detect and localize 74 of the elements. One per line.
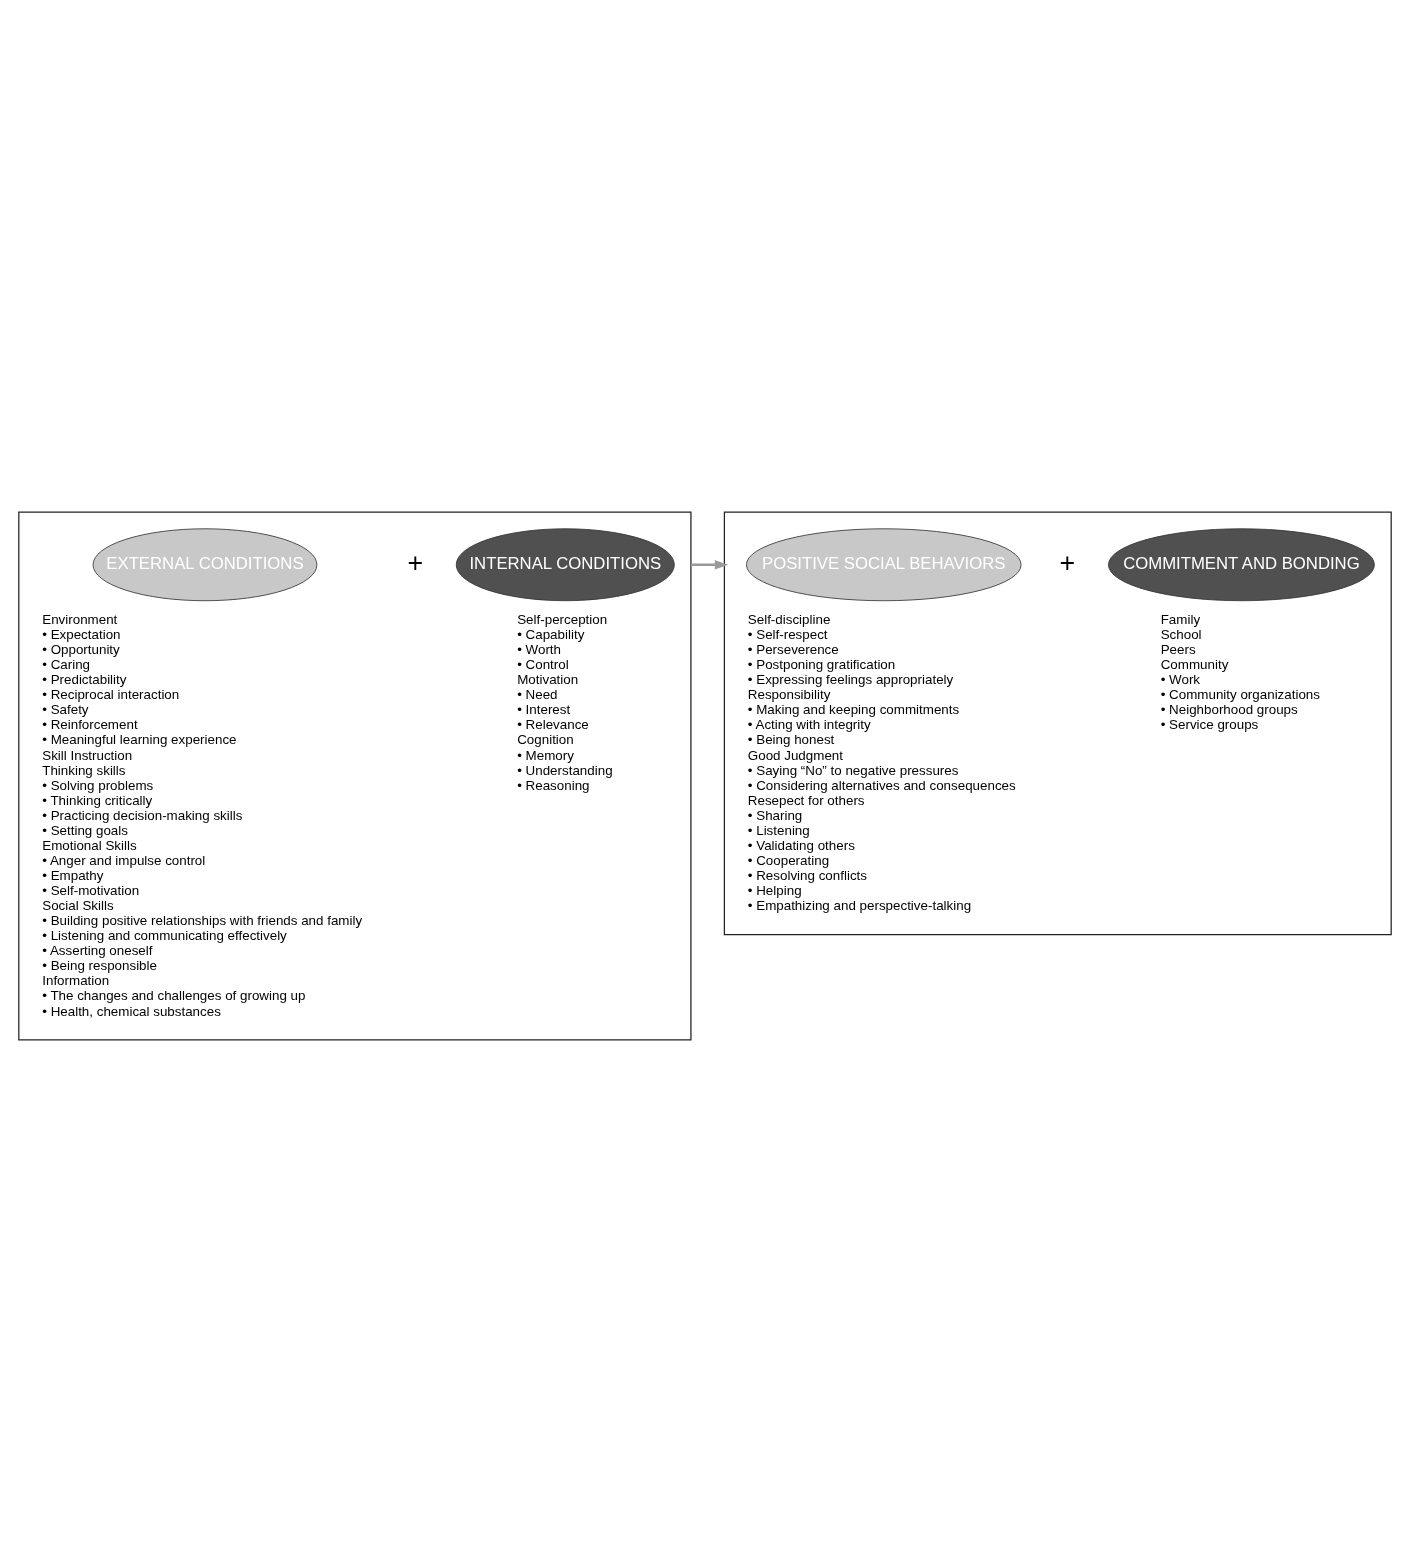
node-label: Community [1160,656,1229,672]
node-label: • Building positive relationships with friends and family [42,912,363,928]
node-label: Thinking skills [42,762,126,778]
node-label: Emotional Skills [42,837,137,853]
node-label: Good Judgment [747,747,844,763]
node-label: • Validating others [747,837,855,853]
node-label: Social Skills [42,897,114,913]
arrow [690,559,729,569]
node-label: • Asserting oneself [42,942,153,958]
node-label: • Control [517,656,569,672]
node-label: • Neighborhood groups [1160,701,1298,717]
node-label: Skill Instruction [42,747,133,763]
node-label: • Expressing feelings appropriately [747,671,954,687]
node-label: • Empathy [42,867,104,883]
node-label: Resepect for others [747,792,865,808]
node-label: • Meaningful learning experience [42,731,237,747]
node-label: • Capability [517,626,585,642]
node-label: • Considering alternatives and consequences [747,777,1016,793]
node-label: • Memory [517,747,574,763]
node-label: • Self-respect [747,626,828,642]
node-label: • Service groups [1160,716,1259,732]
node-label: Self-discipline [747,611,831,627]
node-label: School [1160,626,1202,642]
node-label: • Work [1160,671,1201,687]
node-label: • Listening and communicating effectively [42,927,287,943]
node-label: • Empathizing and perspective-talking [747,897,972,913]
node-label: • Need [517,686,558,702]
node-label: Cognition [517,731,574,747]
node-label: Self-perception [517,611,608,627]
node-label: Environment [42,611,118,627]
node-label: • Understanding [517,762,613,778]
node-label: • Worth [517,641,562,657]
node-label: • Self-motivation [42,882,140,898]
node-label: • Health, chemical substances [42,1003,221,1019]
node-label: • Community organizations [1160,686,1321,702]
node-label: • Resolving conflicts [747,867,867,883]
node-label: • Predictability [42,671,127,687]
node-label: • Interest [517,701,571,717]
node-label: • Sharing [747,807,803,823]
node-label: • Setting goals [42,822,128,838]
node-label: • Practicing decision-making skills [42,807,243,823]
node-label: • Caring [42,656,91,672]
cluster [723,510,1392,935]
node-label: • Expectation [42,626,121,642]
node-label: Information [42,972,110,988]
node-ellipse: COMMITMENT AND BONDING [1108,527,1375,601]
node-label: • Opportunity [42,641,120,657]
node-label: • Making and keeping commitments [747,701,960,717]
node-label: Responsibility [747,686,831,702]
node-label: • Saying “No” to negative pressures [747,762,959,778]
node-label: • Relevance [517,716,589,732]
node-label: • Being responsible [42,957,157,973]
node-label: • Perseverence [747,641,839,657]
cluster [18,510,692,1041]
node-label: • Listening [747,822,810,838]
node-label: • Safety [42,701,89,717]
node-label: • Reinforcement [42,716,138,732]
node-label: • Acting with integrity [747,716,871,732]
node-label: • The changes and challenges of growing up [42,987,306,1003]
label: + [407,547,424,578]
label: + [1059,547,1076,578]
node-label: • Helping [747,882,802,898]
node-label: • Reasoning [517,777,590,793]
node-label: • Postponing gratification [747,656,896,672]
node-label: Family [1160,611,1201,627]
node-label: • Solving problems [42,777,154,793]
node-ellipse: INTERNAL CONDITIONS [455,527,675,601]
node-label: • Thinking critically [42,792,153,808]
node-label: Peers [1160,641,1196,657]
node-label: • Anger and impulse control [42,852,206,868]
node-label: Motivation [517,671,579,687]
node-label: • Cooperating [747,852,830,868]
node-label: • Reciprocal interaction [42,686,180,702]
node-label: • Being honest [747,731,835,747]
